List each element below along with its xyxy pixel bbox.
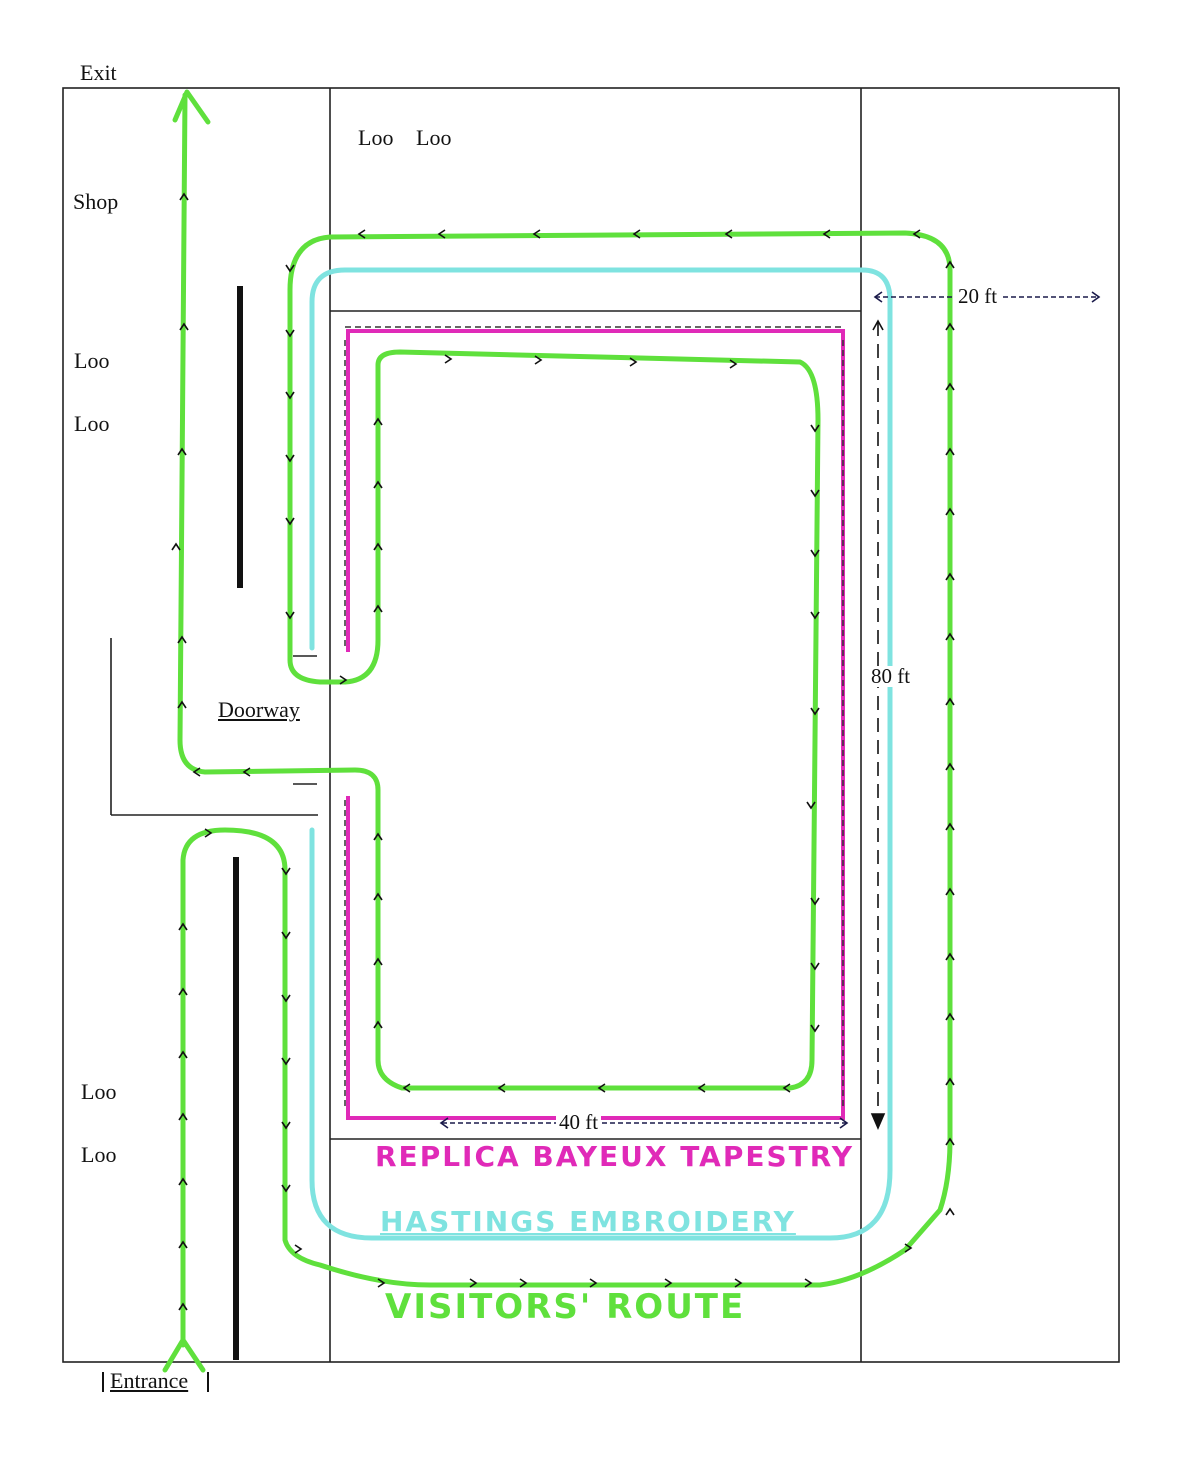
route-arrows bbox=[171, 192, 955, 1311]
dimension-80ft: 80 ft bbox=[868, 666, 914, 687]
visitors-route bbox=[162, 89, 953, 1373]
loo-left-label-1: Loo bbox=[74, 348, 110, 373]
tapestry-path bbox=[346, 329, 845, 1120]
loo-top-label-1: Loo bbox=[358, 125, 394, 150]
partition-walls bbox=[233, 286, 243, 1360]
tapestry-legend: REPLICA BAYEUX TAPESTRY bbox=[375, 1140, 855, 1173]
entrance-marker-left bbox=[102, 1372, 104, 1392]
route-legend: VISITORS' ROUTE bbox=[385, 1287, 746, 1327]
embroidery-legend: HASTINGS EMBROIDERY bbox=[380, 1205, 796, 1238]
loo-top-label-2: Loo bbox=[416, 125, 452, 150]
embroidery-path bbox=[309, 267, 893, 1241]
loo-left-label-2: Loo bbox=[74, 411, 110, 436]
entrance-label: Entrance bbox=[110, 1368, 189, 1393]
dimension-lines bbox=[439, 291, 1101, 1131]
entrance-marker-right bbox=[207, 1372, 209, 1392]
dimension-20ft: 20 ft bbox=[955, 286, 1001, 307]
tapestry-dashes bbox=[344, 326, 845, 1110]
exit-label: Exit bbox=[80, 60, 117, 85]
dimension-40ft: 40 ft bbox=[556, 1112, 602, 1133]
loo-bottom-label-2: Loo bbox=[81, 1142, 117, 1167]
building-walls bbox=[62, 87, 1120, 1363]
loo-bottom-label-1: Loo bbox=[81, 1079, 117, 1104]
shop-label: Shop bbox=[73, 189, 119, 214]
doorway-label: Doorway bbox=[218, 697, 300, 722]
